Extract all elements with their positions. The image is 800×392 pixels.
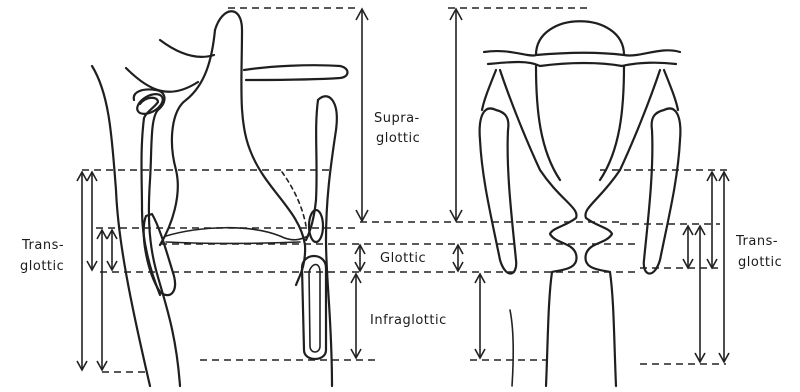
cricoid-inner — [309, 265, 320, 353]
epiglottis-top — [160, 40, 214, 57]
right-vestibule-wall — [585, 70, 660, 386]
transglottic-right-label-line1: Trans- — [735, 234, 778, 249]
transglottic-left-label-line1: Trans- — [21, 238, 64, 253]
sagittal-view — [92, 11, 348, 386]
glottic-label: Glottic — [380, 251, 426, 266]
epiglottis-inner — [160, 30, 215, 245]
coronal-view — [480, 21, 681, 386]
epiglottis-outer — [126, 68, 198, 92]
corniculate — [134, 90, 166, 118]
thyroid-cartilage — [318, 96, 337, 386]
transglottic-left-label-line2: glottic — [20, 259, 64, 274]
epiglottis-dome — [536, 21, 624, 55]
transglottic-right-label-line2: glottic — [738, 255, 782, 270]
supraglottic-label-line2: glottic — [376, 131, 420, 146]
infraglottic-label: Infraglottic — [370, 313, 447, 328]
aryepiglottic-band-top — [484, 50, 680, 55]
left-side-fold — [480, 108, 517, 273]
tracheal-tube-left — [510, 310, 513, 386]
aryepiglottic-band-bottom — [488, 62, 676, 66]
left-outer-line — [482, 70, 496, 110]
right-inner-wall — [600, 66, 624, 180]
right-side-fold — [644, 108, 681, 273]
hyoid-bone — [244, 65, 348, 80]
right-outer-line — [664, 70, 678, 110]
vocal-cord-line — [166, 228, 308, 240]
supraglottic-label-line1: Supra- — [374, 111, 420, 126]
left-inner-wall — [536, 66, 560, 180]
